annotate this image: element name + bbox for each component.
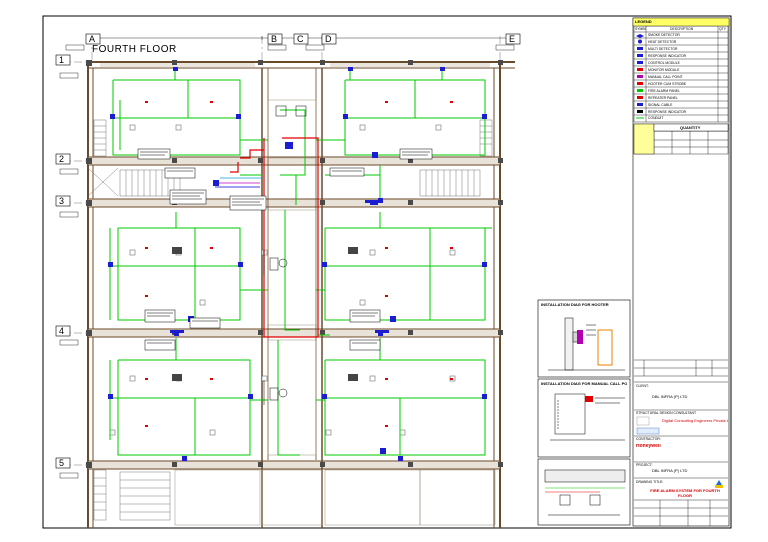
legend-row: FIRE ALARM PANEL	[648, 89, 680, 93]
grid-label-5: 5	[59, 458, 65, 468]
floor-title: FOURTH FLOOR	[92, 44, 177, 55]
grid-bubbles	[55, 33, 521, 469]
equipment-blocks	[172, 247, 358, 381]
grid-label-c: C	[297, 34, 304, 44]
legend-row: CONTROL MODULE	[648, 61, 680, 65]
grid-label-1: 1	[59, 55, 65, 65]
secondary-cables	[215, 177, 262, 188]
logos	[636, 416, 723, 488]
mcp-detail-title: INSTALLATION DIAG FOR MANUAL CALL POINT	[541, 381, 627, 386]
grid-label-a: A	[89, 34, 96, 44]
legend-col-symbol: SYMBOL	[635, 27, 646, 31]
legend-row: MANUAL CALL POINT	[648, 75, 683, 79]
window-hatching	[100, 63, 490, 67]
detail-panels	[537, 299, 631, 526]
grid-label-4: 4	[59, 326, 65, 336]
client-label: CLIENT:	[636, 384, 649, 388]
dimension-tags	[59, 44, 515, 479]
legend-row: REPEATER PANEL	[648, 96, 678, 100]
grid-lines	[58, 36, 501, 466]
contractor-name: Honeywell	[636, 444, 661, 449]
legend-row: SMOKE DETECTOR	[648, 33, 680, 37]
interior-partitions	[174, 99, 496, 526]
legend-col-description: DESCRIPTION	[670, 27, 694, 31]
consultant-label: STRUCTURAL DESIGN CONSULTANT:	[636, 411, 696, 415]
grid-label-e: E	[509, 34, 516, 44]
legend-row: MONITOR MODULE	[648, 68, 680, 72]
project-name: DBL INFRA (P) LTD	[652, 468, 688, 473]
consultant-name: Digital Consulting Engineers Private Ltd	[662, 418, 728, 423]
drawing-title: FIRE ALARM SYSTEM FOR FOURTH FLOOR	[650, 488, 720, 498]
legend-symbols	[632, 17, 730, 155]
fire-alarm-devices	[108, 67, 487, 461]
grid-label-b: B	[271, 34, 278, 44]
legend-row: RESPONSE INDICATOR	[648, 110, 687, 114]
legend-row: SIGNAL CABLE	[648, 103, 673, 107]
legend-row: MULTI DETECTOR	[648, 47, 678, 51]
core-equipment	[263, 105, 307, 405]
title-block-frame	[632, 17, 730, 527]
grid-label-3: 3	[59, 196, 65, 206]
legend-header: LEGEND	[635, 19, 652, 24]
legend-row: HOOTER CUM STROBE	[648, 82, 687, 86]
legend-col-qty: QTY	[719, 27, 726, 31]
fire-alarm-loop-wiring	[109, 68, 492, 456]
legend-row: CONDUIT	[648, 116, 664, 120]
heat-detectors	[145, 101, 453, 427]
grid-label-2: 2	[59, 154, 65, 164]
hooter-detail-title: INSTALLATION DIAG FOR HOOTER	[541, 302, 609, 307]
client-name: DBL INFRA (P) LTD	[652, 394, 688, 399]
legend-row: RESPONSE INDICATOR	[648, 54, 687, 58]
contractor-label: CONTRACTOR:	[636, 437, 661, 441]
quantity-header: QUANTITY	[680, 125, 701, 130]
project-label: PROJECT:	[636, 463, 653, 467]
mcp-detail-drawing	[550, 393, 625, 441]
hooter-detail-drawing	[548, 317, 625, 371]
building-structure	[87, 61, 515, 528]
conduit-detail-drawing	[544, 469, 626, 516]
drawing-title-label: DRAWING TITLE:	[636, 480, 664, 484]
sheet-border	[42, 15, 732, 529]
ceiling-fixtures	[109, 124, 456, 436]
grid-label-d: D	[325, 34, 332, 44]
annotation-callouts	[137, 148, 433, 351]
structural-columns	[86, 60, 503, 468]
legend-row: HEAT DETECTOR	[648, 40, 677, 44]
